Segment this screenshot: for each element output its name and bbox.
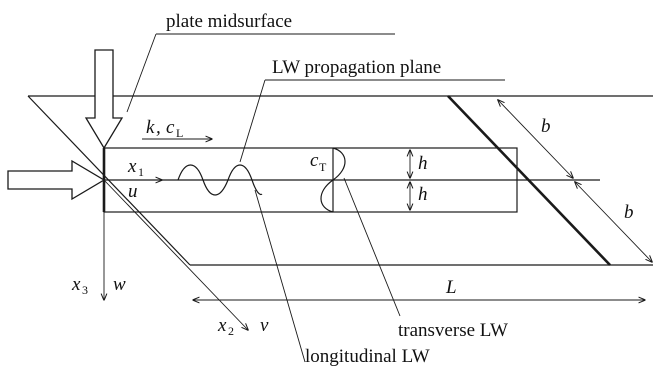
load-arrows xyxy=(7,49,124,201)
longitudinal-lw-label: longitudinal LW xyxy=(305,346,430,367)
w-symbol: w xyxy=(113,274,126,295)
x2-symbol: x xyxy=(217,315,227,336)
cL-subscript: L xyxy=(176,126,183,140)
v-symbol: v xyxy=(260,315,269,336)
k-symbol: k xyxy=(146,117,155,138)
x3-symbol: x xyxy=(71,274,81,295)
dimension-b xyxy=(498,100,652,262)
leader-plate-midsurface xyxy=(126,33,157,113)
L-symbol: L xyxy=(445,277,457,298)
cT-symbol: c xyxy=(310,150,319,171)
plate-midsurface-label: plate midsurface xyxy=(166,11,292,32)
x1-subscript: 1 xyxy=(138,165,144,179)
k-separator: , xyxy=(156,117,161,138)
b-top-symbol: b xyxy=(541,116,551,137)
h-top-symbol: h xyxy=(418,153,428,174)
b-bottom-dim xyxy=(575,182,652,262)
transverse-lw-label: transverse LW xyxy=(398,320,508,341)
leader-propagation-plane xyxy=(239,79,266,163)
x1-symbol: x xyxy=(127,156,137,177)
cT-subscript: T xyxy=(319,160,327,174)
leader-transverse xyxy=(343,177,401,317)
b-top-dim xyxy=(498,100,573,178)
horizontal-load-arrow xyxy=(7,159,106,201)
leader-longitudinal xyxy=(254,189,306,363)
longitudinal-wave xyxy=(177,164,263,196)
x3-subscript: 3 xyxy=(82,283,88,297)
x2-subscript: 2 xyxy=(228,324,234,338)
transverse-wave xyxy=(320,147,346,213)
axes xyxy=(104,139,248,330)
u-symbol: u xyxy=(128,181,138,202)
x2-axis-arrow xyxy=(103,179,248,330)
h-bottom-symbol: h xyxy=(418,184,428,205)
plate-outline xyxy=(27,95,653,266)
vertical-load-arrow xyxy=(84,49,124,150)
b-bottom-symbol: b xyxy=(624,202,634,223)
leader-lines xyxy=(126,33,505,363)
lw-propagation-plane-label: LW propagation plane xyxy=(272,57,441,78)
cL-symbol: c xyxy=(166,117,175,138)
